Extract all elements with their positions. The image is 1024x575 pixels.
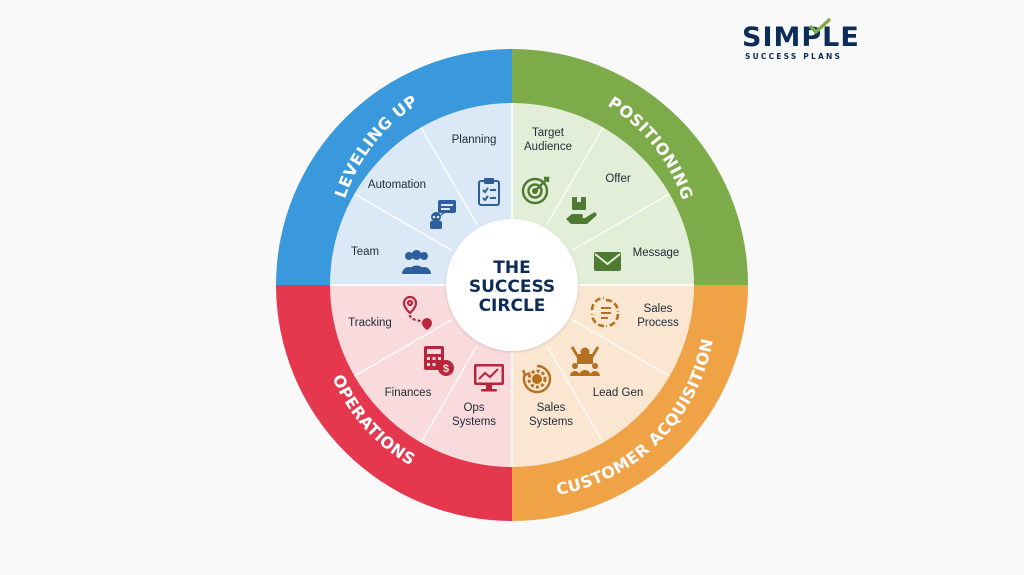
center-title-line-1: THE <box>493 258 530 278</box>
brand-tagline: SUCCESS PLANS <box>745 52 843 61</box>
center-title-line-2: SUCCESS <box>469 277 555 297</box>
segment-label: Tracking <box>348 317 392 329</box>
segment-divider <box>572 319 670 377</box>
monitor-chart-icon <box>474 364 504 392</box>
segment-label: Finances <box>385 387 432 399</box>
brand-name: SIMPLE <box>742 22 860 53</box>
clipboard-checklist-icon <box>478 178 500 206</box>
segment-divider <box>546 127 604 225</box>
segment-label: Message <box>633 247 680 259</box>
segment-label: Team <box>351 246 379 258</box>
target-icon <box>521 176 550 205</box>
segment-divider <box>546 345 604 443</box>
team-people-icon <box>402 250 431 274</box>
robot-chat-icon <box>430 200 456 229</box>
checkmark-icon <box>809 18 831 35</box>
hand-box-icon <box>566 197 597 224</box>
people-raise-icon <box>570 346 600 376</box>
gear-cycle-icon <box>521 364 552 394</box>
segment-label: Planning <box>452 134 497 146</box>
segment-divider <box>572 193 670 251</box>
segment-divider <box>354 193 452 251</box>
brand-logo: SIMPLE SUCCESS PLANS <box>742 18 872 64</box>
envelope-icon <box>594 252 621 271</box>
center-circle <box>446 219 578 351</box>
segment-divider <box>354 319 452 377</box>
route-pin-icon <box>402 295 432 330</box>
calculator-dollar-icon: $ <box>424 346 454 376</box>
segment-label: Automation <box>368 179 426 191</box>
segment-label: Lead Gen <box>593 387 644 399</box>
process-cycle-icon <box>590 296 620 328</box>
center-title-line-3: CIRCLE <box>479 296 546 316</box>
segment-divider <box>420 127 478 225</box>
segment-divider <box>420 345 478 443</box>
segment-label: Offer <box>605 173 631 185</box>
svg-text:$: $ <box>443 363 449 375</box>
